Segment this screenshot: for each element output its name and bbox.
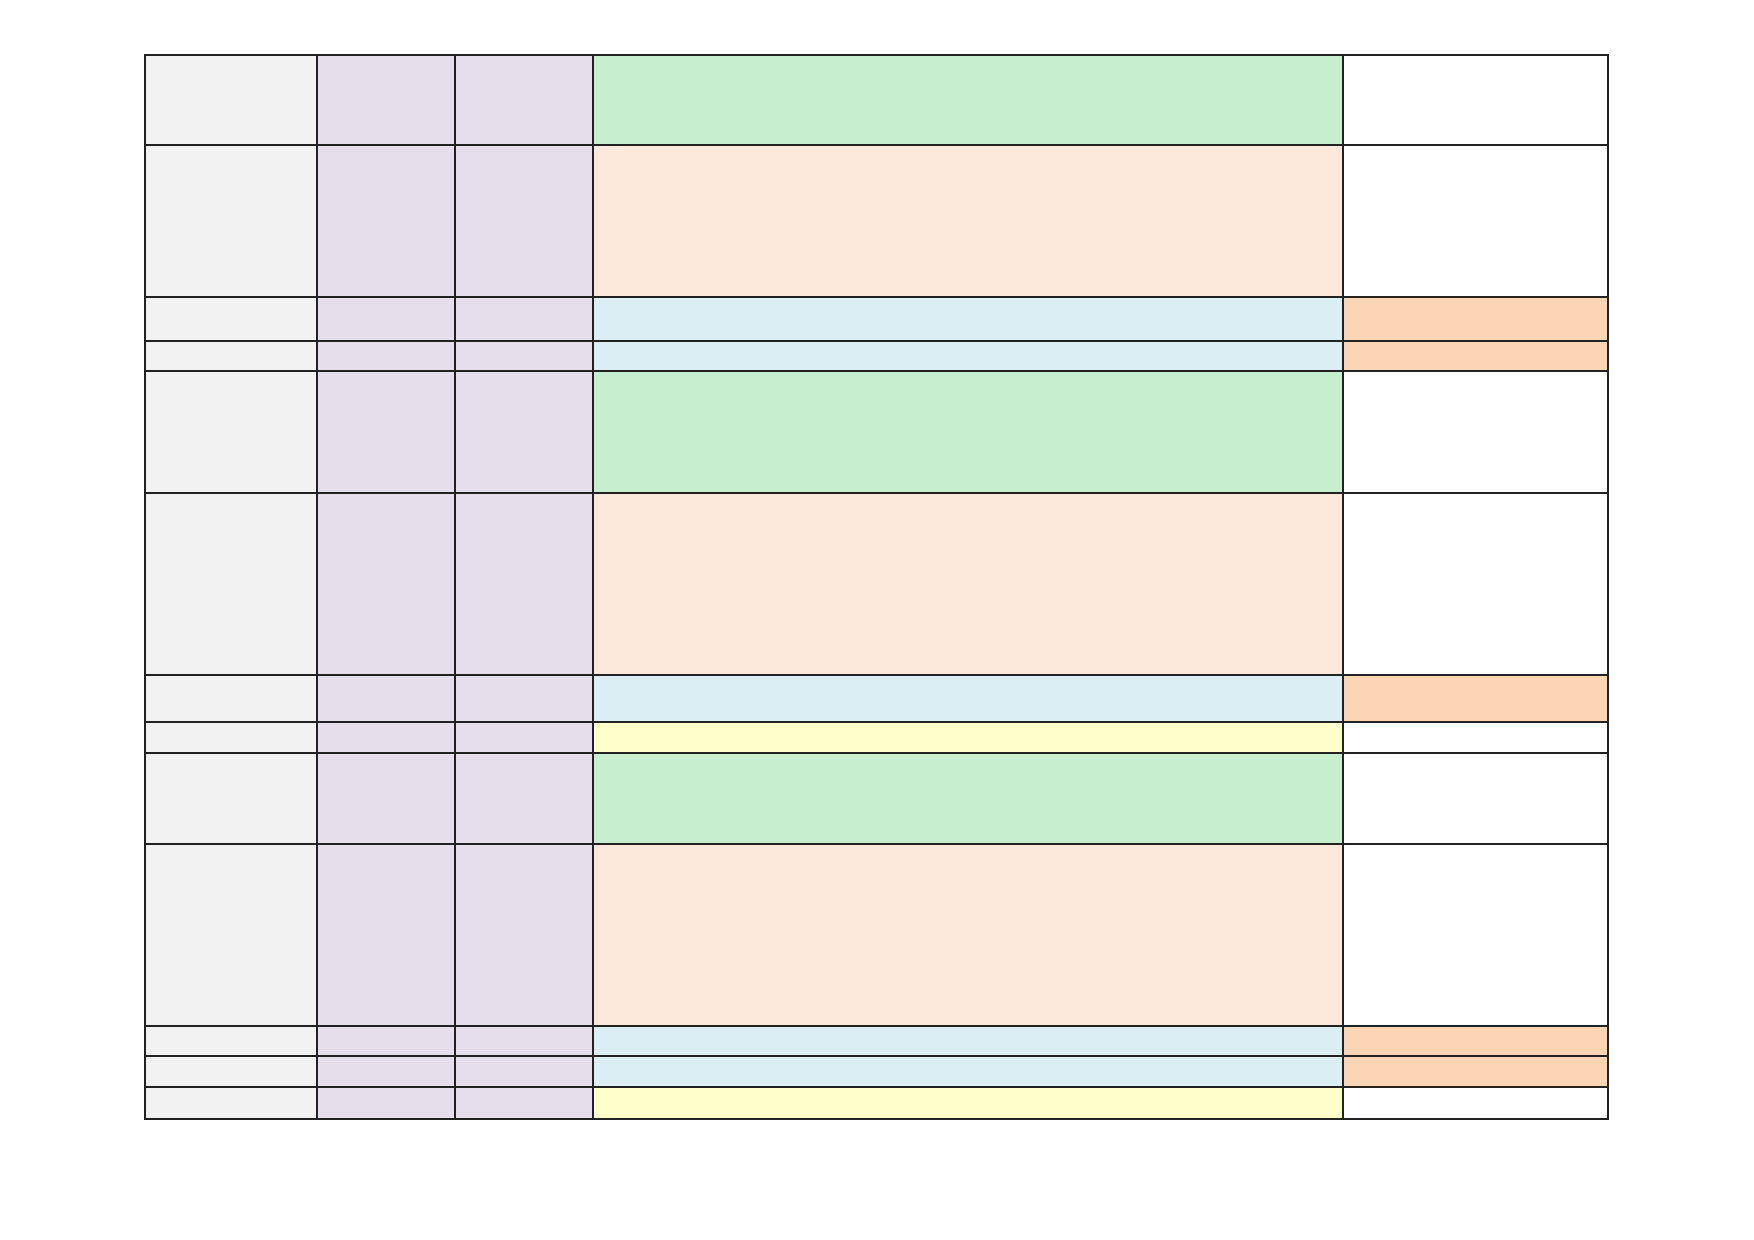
table-cell-r1-c[interactable] — [456, 54, 594, 146]
table-cell-r12-c[interactable] — [456, 1057, 594, 1088]
table-cell-r10-d[interactable] — [594, 845, 1344, 1027]
table-cell-r1-a[interactable] — [144, 54, 318, 146]
table-cell-r3-e[interactable] — [1344, 298, 1609, 342]
table-cell-r10-e[interactable] — [1344, 845, 1609, 1027]
table-cell-r7-b[interactable] — [318, 676, 456, 723]
table-cell-r7-a[interactable] — [144, 676, 318, 723]
table-cell-r5-b[interactable] — [318, 372, 456, 494]
table-cell-r10-c[interactable] — [456, 845, 594, 1027]
spreadsheet-grid — [144, 54, 1613, 1124]
table-cell-r1-e[interactable] — [1344, 54, 1609, 146]
table-cell-r7-e[interactable] — [1344, 676, 1609, 723]
table-cell-r5-c[interactable] — [456, 372, 594, 494]
table-cell-r13-e[interactable] — [1344, 1088, 1609, 1120]
table-cell-r2-b[interactable] — [318, 146, 456, 298]
table-cell-r5-a[interactable] — [144, 372, 318, 494]
table-cell-r2-a[interactable] — [144, 146, 318, 298]
table-cell-r9-a[interactable] — [144, 754, 318, 845]
table-cell-r4-b[interactable] — [318, 342, 456, 372]
table-cell-r8-b[interactable] — [318, 723, 456, 754]
table-cell-r10-a[interactable] — [144, 845, 318, 1027]
table-cell-r8-d[interactable] — [594, 723, 1344, 754]
table-cell-r3-d[interactable] — [594, 298, 1344, 342]
table-cell-r8-c[interactable] — [456, 723, 594, 754]
table-cell-r12-e[interactable] — [1344, 1057, 1609, 1088]
table-cell-r9-e[interactable] — [1344, 754, 1609, 845]
table-cell-r12-a[interactable] — [144, 1057, 318, 1088]
table-cell-r11-a[interactable] — [144, 1027, 318, 1057]
table-cell-r3-a[interactable] — [144, 298, 318, 342]
table-cell-r3-b[interactable] — [318, 298, 456, 342]
table-cell-r12-d[interactable] — [594, 1057, 1344, 1088]
table-cell-r5-d[interactable] — [594, 372, 1344, 494]
table-cell-r2-c[interactable] — [456, 146, 594, 298]
table-cell-r8-a[interactable] — [144, 723, 318, 754]
table-cell-r6-e[interactable] — [1344, 494, 1609, 676]
table-cell-r1-b[interactable] — [318, 54, 456, 146]
table-cell-r11-d[interactable] — [594, 1027, 1344, 1057]
table-cell-r2-d[interactable] — [594, 146, 1344, 298]
table-cell-r10-b[interactable] — [318, 845, 456, 1027]
table-cell-r6-c[interactable] — [456, 494, 594, 676]
table-cell-r9-b[interactable] — [318, 754, 456, 845]
table-cell-r13-d[interactable] — [594, 1088, 1344, 1120]
table-cell-r4-d[interactable] — [594, 342, 1344, 372]
table-cell-r11-e[interactable] — [1344, 1027, 1609, 1057]
table-cell-r6-b[interactable] — [318, 494, 456, 676]
table-cell-r9-c[interactable] — [456, 754, 594, 845]
table-cell-r5-e[interactable] — [1344, 372, 1609, 494]
table-cell-r12-b[interactable] — [318, 1057, 456, 1088]
table-cell-r13-c[interactable] — [456, 1088, 594, 1120]
table-cell-r6-a[interactable] — [144, 494, 318, 676]
table-cell-r7-d[interactable] — [594, 676, 1344, 723]
table-cell-r4-e[interactable] — [1344, 342, 1609, 372]
table-cell-r11-c[interactable] — [456, 1027, 594, 1057]
table-cell-r13-b[interactable] — [318, 1088, 456, 1120]
table-cell-r4-a[interactable] — [144, 342, 318, 372]
table-cell-r4-c[interactable] — [456, 342, 594, 372]
table-cell-r9-d[interactable] — [594, 754, 1344, 845]
table-cell-r7-c[interactable] — [456, 676, 594, 723]
table-cell-r1-d[interactable] — [594, 54, 1344, 146]
table-cell-r2-e[interactable] — [1344, 146, 1609, 298]
table-cell-r8-e[interactable] — [1344, 723, 1609, 754]
table-cell-r11-b[interactable] — [318, 1027, 456, 1057]
table-cell-r6-d[interactable] — [594, 494, 1344, 676]
table-cell-r3-c[interactable] — [456, 298, 594, 342]
table-cell-r13-a[interactable] — [144, 1088, 318, 1120]
